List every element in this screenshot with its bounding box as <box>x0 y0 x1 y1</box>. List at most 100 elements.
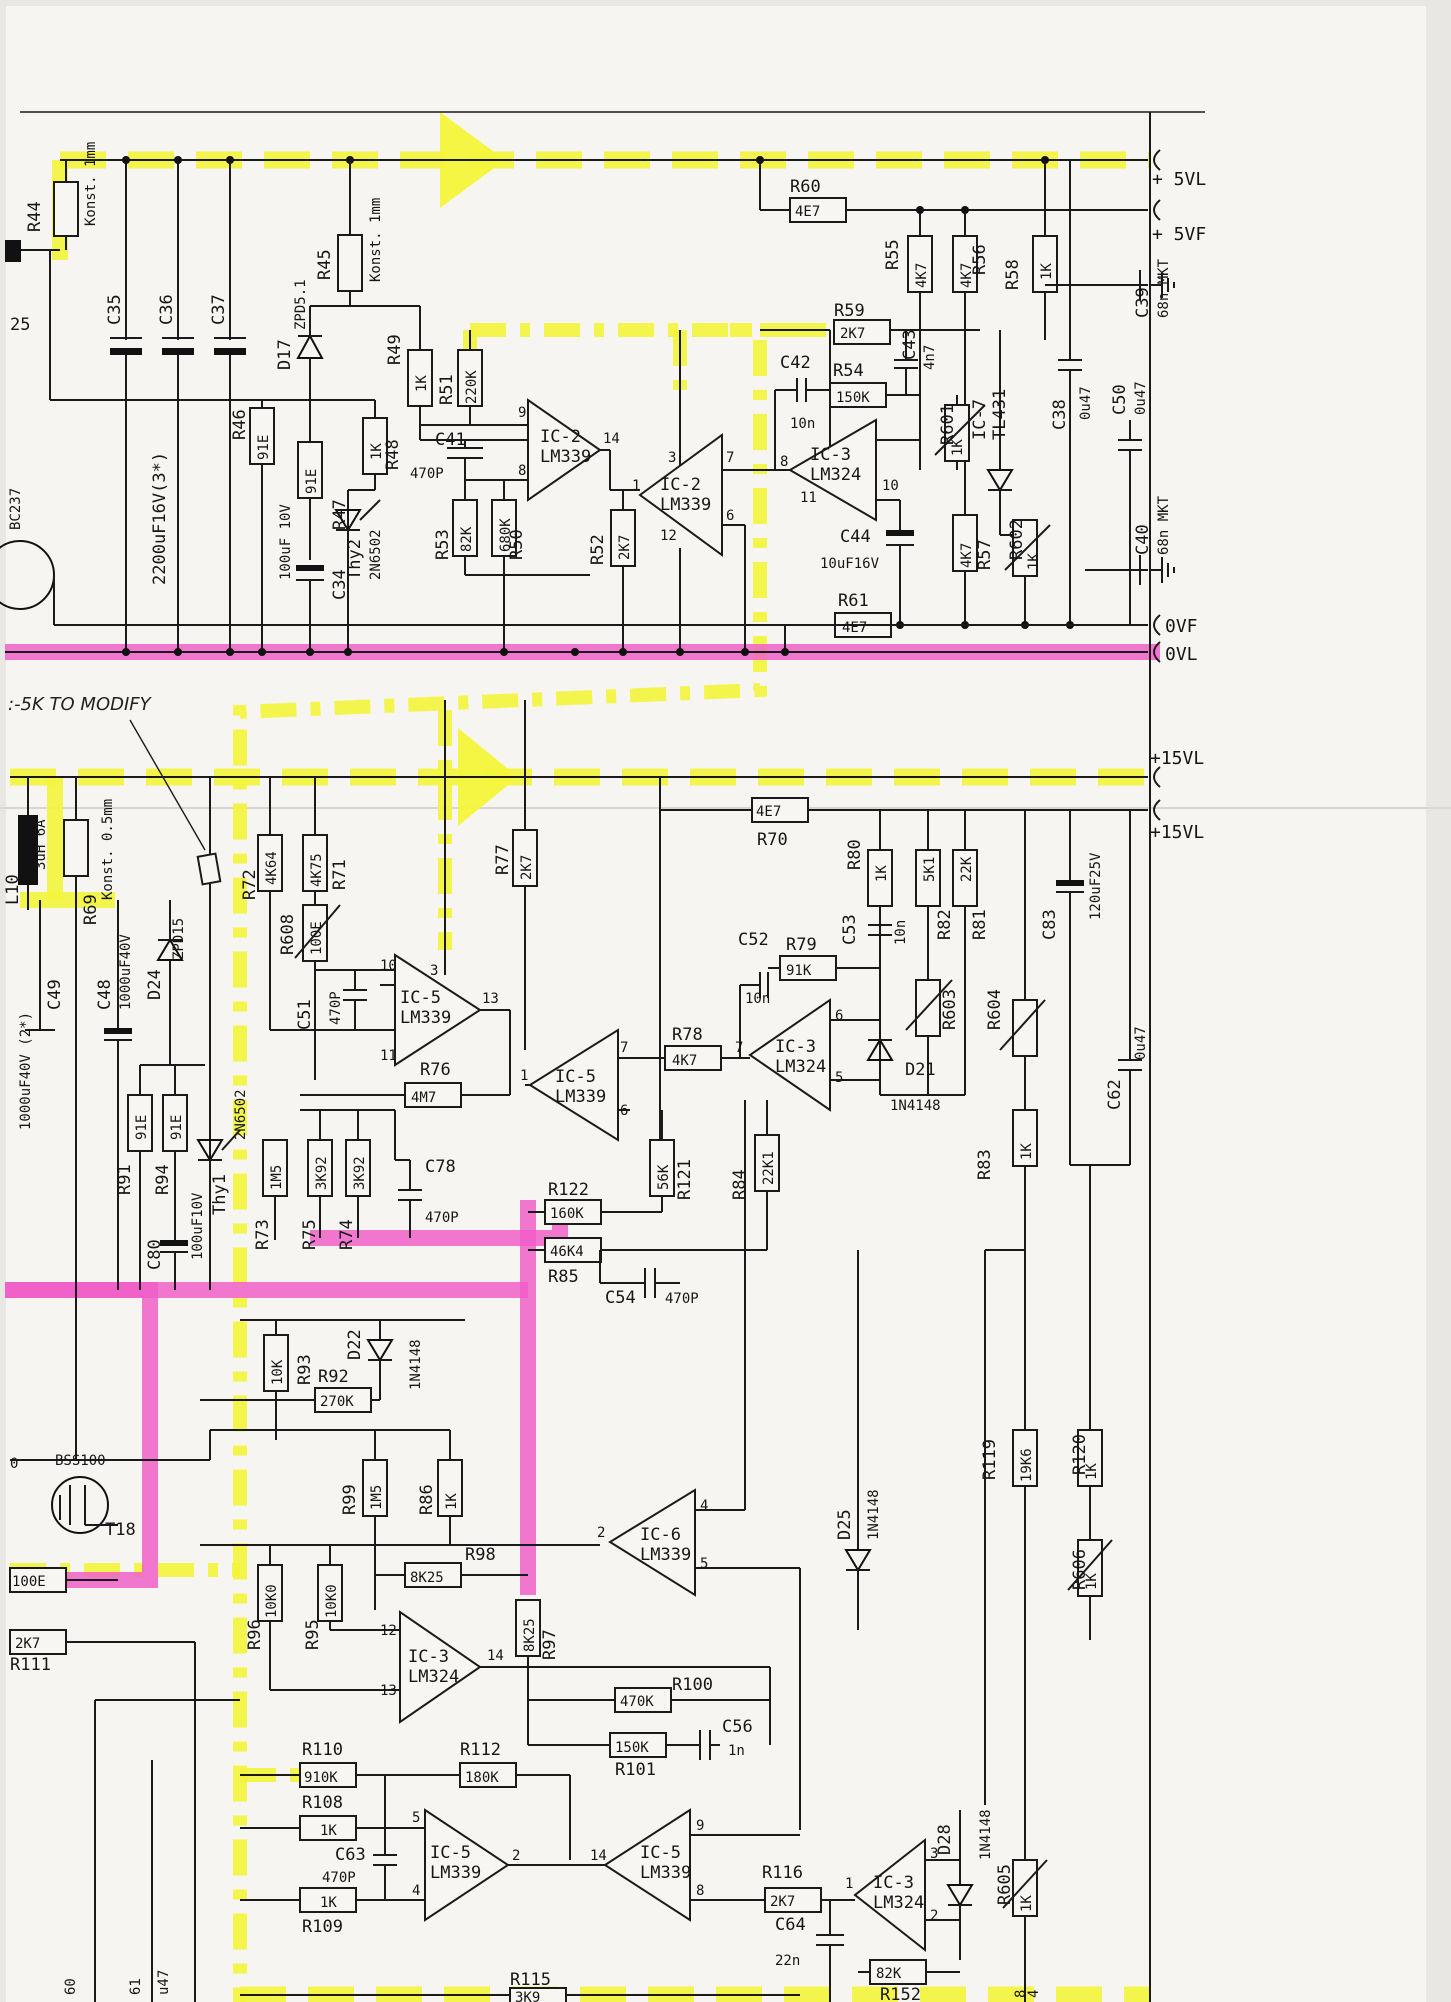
component-ref-c36: C36 <box>157 294 177 325</box>
component-ref-r47: R47 <box>330 499 350 530</box>
component-value-r86: 1K <box>444 1493 460 1510</box>
component-value-d25: 1N4148 <box>866 1489 882 1540</box>
caps-bank-label: 2200uF16V(3*) <box>150 452 170 585</box>
component-value-c39: 68n MKT <box>1156 258 1172 318</box>
component-value-thy1: 2N6502 <box>233 1089 249 1140</box>
component-ref-r112: R112 <box>460 1740 501 1760</box>
component-ref-d17: D17 <box>275 339 295 370</box>
component-value-r46: 91E <box>256 435 272 460</box>
component-value-r76: 4M7 <box>411 1090 436 1106</box>
opamp-pin: 6 <box>835 1008 843 1024</box>
component-value-r78: 4K7 <box>672 1053 697 1069</box>
opamp-pin: 3 <box>430 963 438 979</box>
component-value-r75: 3K92 <box>314 1156 330 1190</box>
component-ref-c43: C43 <box>900 329 920 360</box>
opamp-pin: 3 <box>930 1846 938 1862</box>
component-value-r601: 1K <box>950 439 966 456</box>
rail-label-5vf: + 5VF <box>1152 224 1206 245</box>
component-ref-c62: C62 <box>1105 1079 1125 1110</box>
component-value-d21: 1N4148 <box>890 1098 941 1114</box>
component-value-r99: 1M5 <box>369 1485 385 1510</box>
component-ref-r58: R58 <box>1003 259 1023 290</box>
component-value-c63: 470P <box>322 1870 356 1886</box>
component-value-r77: 2K7 <box>519 855 535 880</box>
opamp-ref: IC-5 <box>555 1067 596 1087</box>
component-ref-r91: R91 <box>115 1164 135 1195</box>
component-value-r85: 46K4 <box>550 1244 584 1260</box>
component-ref-r111: R111 <box>10 1655 51 1675</box>
component-ref-r79: R79 <box>786 935 817 955</box>
top-section <box>0 111 1205 663</box>
component-value-c50: 0u47 <box>1133 381 1149 415</box>
component-ref-r97: R97 <box>540 1629 560 1660</box>
opamp-ref: IC-2 <box>660 475 701 495</box>
component-ref-r77: R77 <box>493 844 513 875</box>
component-ref-r61: R61 <box>838 591 869 611</box>
opamp-part: LM339 <box>430 1863 481 1883</box>
component-ref-c51: C51 <box>295 999 315 1030</box>
component-value-r80: 1K <box>874 865 890 882</box>
component-value-r44: Konst. 1mm <box>83 142 99 226</box>
opamp-pin: 1 <box>845 1876 853 1892</box>
component-ref-c64: C64 <box>775 1915 806 1935</box>
component-value-r61: 4E7 <box>842 620 867 636</box>
component-ref-c40: C40 <box>1133 524 1153 555</box>
component-value-t18: BSS100 <box>55 1453 106 1469</box>
component-ref-r80: R80 <box>845 839 865 870</box>
component-ref-c39: C39 <box>1133 287 1153 318</box>
middle-section <box>10 700 1161 1805</box>
opamp-part: LM324 <box>408 1667 459 1687</box>
component-ref-r606: R606 <box>1070 1549 1090 1590</box>
opamp-pin: 14 <box>487 1648 504 1664</box>
opamp-pin: 9 <box>696 1818 704 1834</box>
component-value-d22: 1N4148 <box>408 1339 424 1390</box>
component-value-r120: 1K <box>1084 1463 1100 1480</box>
rail-label-15vl-top: +15VL <box>1150 748 1204 769</box>
component-ref-r84: R84 <box>730 1169 750 1200</box>
component-ref-r71: R71 <box>330 859 350 890</box>
handwritten-note: :-5K TO MODIFY <box>8 694 153 715</box>
component-ref-r53: R53 <box>433 529 453 560</box>
component-value-c54: 470P <box>665 1291 699 1307</box>
component-value-r115: 3K9 <box>515 1990 540 2002</box>
edge-label: 4 <box>1026 1990 1042 1998</box>
component-value-r81: 22K <box>959 856 975 882</box>
opamp-pin: 10 <box>380 958 397 974</box>
edge-label: 0 <box>10 1456 18 1472</box>
opamp-pin: 8 <box>696 1883 704 1899</box>
component-value-c43: 4n7 <box>922 345 938 370</box>
component-ref-r70: R70 <box>757 830 788 850</box>
component-value-c48: 1000uF40V <box>118 934 134 1010</box>
component-value-r57: 4K7 <box>959 543 975 568</box>
component-value-r116: 2K7 <box>770 1894 795 1910</box>
opamp-pin: 6 <box>726 508 734 524</box>
component-value-r100: 470K <box>620 1694 654 1710</box>
opamp-pin: 1 <box>632 478 640 494</box>
component-ref-r56: R56 <box>970 244 990 275</box>
component-value-r52: 2K7 <box>617 535 633 560</box>
component-ref-r60: R60 <box>790 177 821 197</box>
component-ref-d21: D21 <box>905 1060 936 1080</box>
component-value-r58: 1K <box>1039 263 1055 280</box>
component-value-c78: 470P <box>425 1210 459 1226</box>
opamp-part: LM339 <box>540 447 591 467</box>
rail-label-0vl: 0VL <box>1165 644 1198 665</box>
component-ref-r604: R604 <box>985 989 1005 1030</box>
component-value-r101: 150K <box>615 1740 649 1756</box>
component-value-c83: 120uF25V <box>1088 852 1104 920</box>
opamp-part: LM324 <box>873 1893 924 1913</box>
opamp-part: LM324 <box>775 1057 826 1077</box>
component-value-r73: 1M5 <box>269 1165 285 1190</box>
component-value-r93: 10K <box>270 1359 286 1385</box>
component-value-r608: 100E <box>309 921 325 955</box>
component-ref-r78: R78 <box>672 1025 703 1045</box>
component-ref-r116: R116 <box>762 1863 803 1883</box>
component-ref-r110: R110 <box>302 1740 343 1760</box>
component-value-d17: ZPD5.1 <box>293 279 309 330</box>
component-value-c80: 100uF10V <box>190 1192 206 1260</box>
component-ref-c63: C63 <box>335 1845 366 1865</box>
opamp-part: LM339 <box>400 1008 451 1028</box>
component-ref-l10: L10 <box>3 874 23 905</box>
component-value-r74: 3K92 <box>352 1156 368 1190</box>
